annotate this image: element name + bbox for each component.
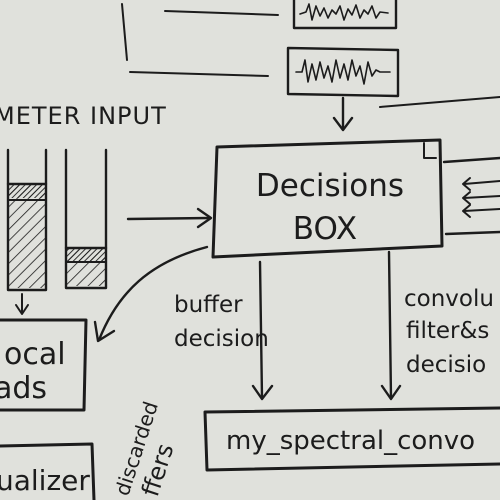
buffer-decision-label-line1: buffer [174,292,243,318]
middle-horizontal-line [129,71,269,77]
convolve-label-line3: decisio [406,352,486,378]
waveform-bottom [295,59,391,85]
waveform-box-top [292,0,398,30]
top-horizontal-line [164,10,279,16]
arrow-convolve-decision [380,250,402,401]
discarded-buffers-label: discarded ffers [110,398,179,499]
spectral-convolve-box: my_spectral_convo [203,406,500,472]
ualizer-label: ualizer [0,464,90,497]
convolve-label-line1: convolu [404,286,494,312]
arrow-waveform-to-decisions [332,96,354,132]
right-arrows [462,177,500,218]
waveform-top [299,3,389,21]
decisions-box: Decisions BOX [211,138,444,259]
top-left-lines [121,3,279,77]
right-box-bottom-edge [444,230,500,236]
meter-input-label: METER INPUT [0,102,167,130]
meter-bar-right [64,148,108,290]
decisions-box-corner-mark [423,142,437,159]
buffer-decision-label-line2: decision [174,326,269,352]
focal-label-line2: ads [0,371,47,406]
arrow-meter-to-focal [15,293,29,315]
arrow-meter-to-decisions [126,207,213,229]
spectral-convolve-label: my_spectral_convo [226,426,475,456]
ualizer-box: ualizer [0,442,96,500]
decisions-box-title: Decisions [256,168,404,204]
convolve-label-line2: filter&s [406,318,489,344]
right-box-top-edge [442,156,500,164]
focal-label-line1: ocal [4,337,66,372]
arrow-decisions-to-focal [93,245,209,343]
decisions-box-subtitle: BOX [293,211,357,247]
focal-box: ocal ads [0,318,88,412]
arrow-buffer-decision [251,260,274,401]
top-vertical-line [121,3,128,61]
meter-bar-left [6,148,48,292]
waveform-box-bottom [286,46,400,98]
right-top-line [379,96,500,108]
